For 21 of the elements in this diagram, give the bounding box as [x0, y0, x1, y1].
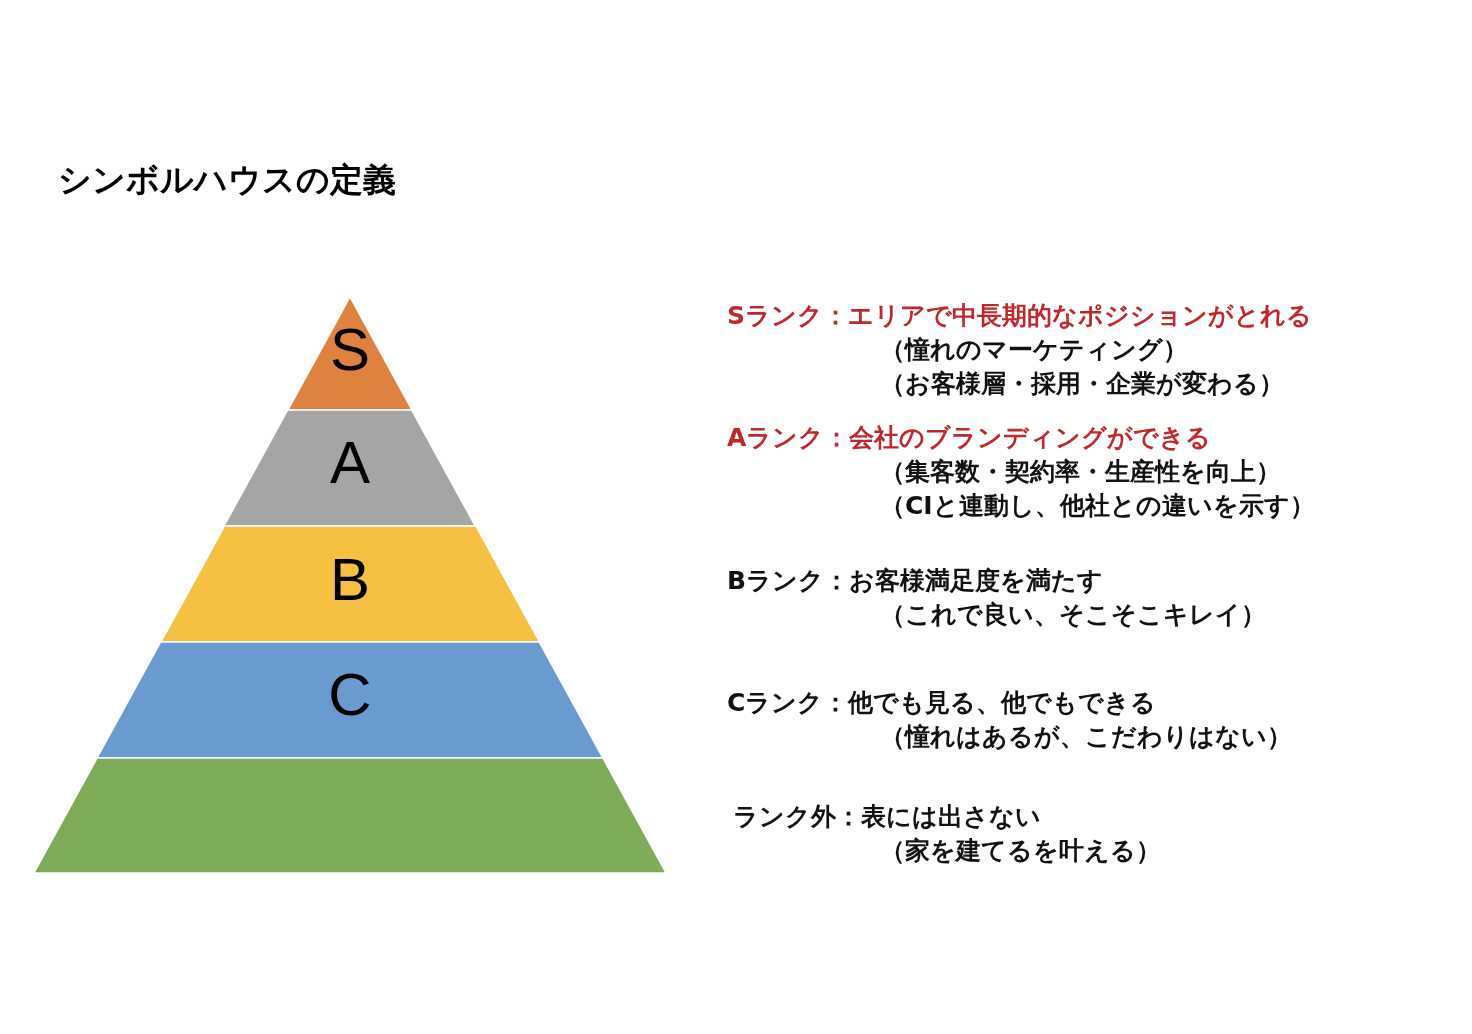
- rank-description: （憧れはあるが、こだわりはない）: [880, 722, 1292, 752]
- title: シンボルハウスの定義: [58, 160, 396, 200]
- rank-heading: ランク外：表には出さない: [733, 802, 1041, 832]
- rank-description: （これで良い、そこそこキレイ）: [880, 600, 1266, 630]
- pyramid-tier: [97, 642, 603, 758]
- rank-heading: Aランク：会社のブランディングができる: [727, 423, 1212, 453]
- rank-heading: Sランク：エリアで中長期的なポジションがとれる: [727, 301, 1312, 331]
- pyramid-tier: [224, 410, 476, 526]
- rank-letter: B: [328, 550, 371, 610]
- rank-description: （家を建てるを叶える）: [880, 836, 1161, 866]
- rank-letter: C: [327, 665, 373, 725]
- rank-letter: A: [328, 433, 371, 493]
- pyramid-tier: [160, 526, 540, 642]
- rank-description: （CIと連動し、他社との違いを示す）: [880, 491, 1315, 521]
- pyramid-tier: [34, 758, 666, 873]
- rank-heading: Cランク：他でも見る、他でもできる: [727, 688, 1157, 718]
- rank-description: （憧れのマーケティング）: [880, 335, 1188, 365]
- rank-description: （お客様層・採用・企業が変わる）: [880, 369, 1284, 399]
- rank-letter: S: [328, 320, 371, 380]
- rank-description: （集客数・契約率・生産性を向上）: [880, 457, 1281, 487]
- rank-heading: Bランク：お客様満足度を満たす: [727, 566, 1104, 596]
